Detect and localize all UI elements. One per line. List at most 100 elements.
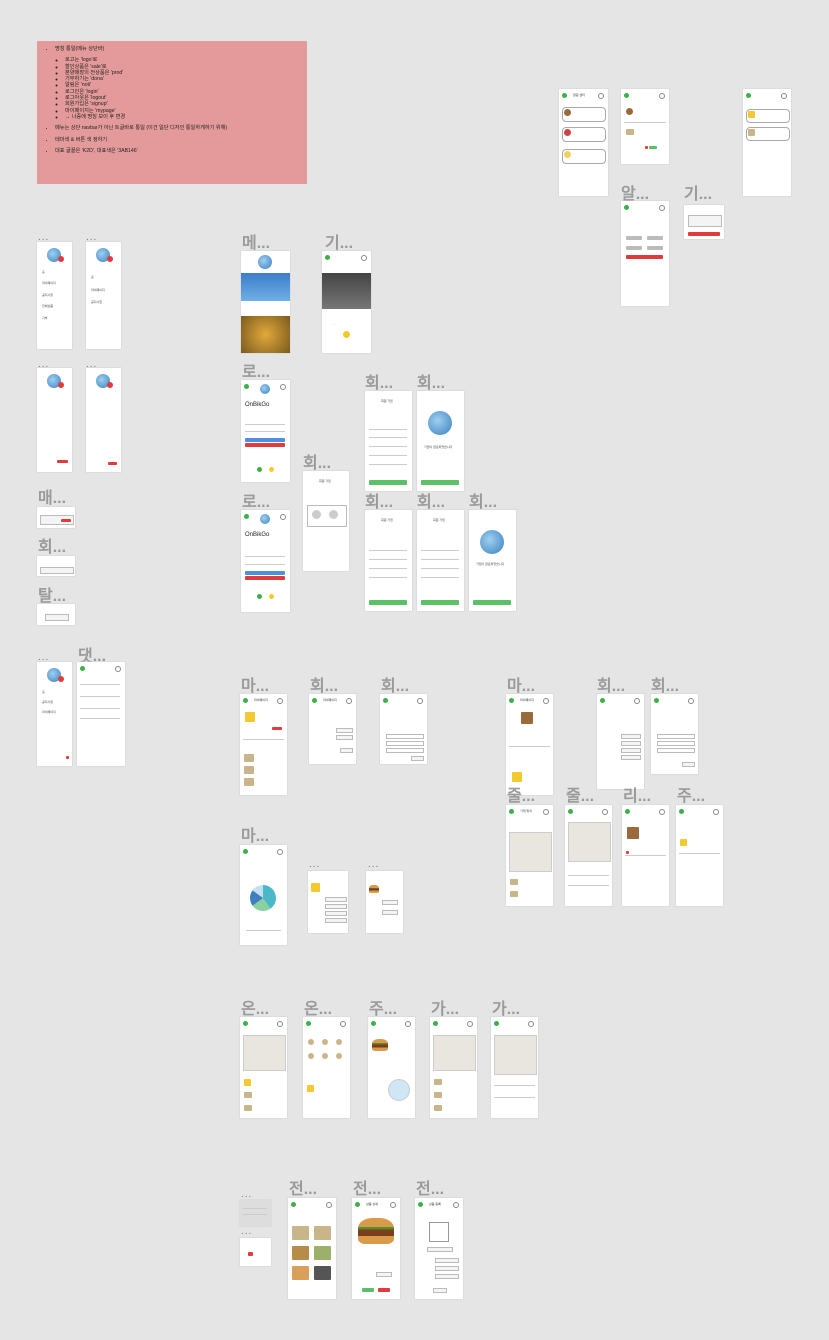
- frame-label-dots: ...: [38, 359, 50, 370]
- frame-label-hoe: 회...: [597, 678, 626, 695]
- signup-complete-screen: 가입이 완료되었습니다: [469, 510, 516, 611]
- frame-label-ro: 로...: [242, 364, 271, 381]
- product-detail-screen: 상품 상세: [352, 1198, 400, 1299]
- frame-label-dots: ...: [241, 1189, 253, 1200]
- frame-label-hoe: 회...: [651, 678, 680, 695]
- review-screen: [622, 805, 669, 906]
- shop-map-screen-2: [491, 1017, 538, 1118]
- frame-label-hoe: 회...: [365, 375, 394, 392]
- alarm-settings-screen: [621, 201, 669, 306]
- frame-label-on: 온...: [304, 1001, 333, 1018]
- frame-label-jeon: 전...: [353, 1181, 382, 1198]
- frame-label-dots: ...: [38, 652, 50, 663]
- frame-label-ma: 마...: [507, 678, 536, 695]
- signup-form-screen: 회원 가입: [365, 391, 412, 491]
- note-item: 명칭 통일(메뉴 상단바)로고는 'logo'로할인상품은 'sale'로분양매…: [55, 46, 307, 120]
- frame-label-al: 알...: [621, 186, 650, 203]
- mypage-stats-screen: [240, 845, 287, 945]
- frame-label-dots: ...: [241, 1226, 253, 1237]
- signup-form-seller-2: 회원 가입: [417, 510, 464, 611]
- note-subitem: 로그인은 'login': [65, 89, 307, 95]
- note-subitem: 기부하기는 'dona': [65, 76, 307, 82]
- menu-item-dona[interactable]: 기부: [42, 316, 48, 320]
- store-map-screen-2: [565, 805, 612, 906]
- comments-screen: [77, 662, 125, 766]
- frame-label-hoe: 회...: [417, 375, 446, 392]
- note-list: 명칭 통일(메뉴 상단바)로고는 'logo'로할인상품은 'sale'로분양매…: [37, 41, 307, 154]
- frame-label-ro: 로...: [242, 494, 271, 511]
- menu-item-notice[interactable]: 공지사항: [42, 293, 54, 297]
- shop-map-screen: [430, 1017, 477, 1118]
- frame-label-me: 메...: [242, 235, 271, 252]
- dropdown-menu: [240, 1200, 271, 1226]
- alarm-screen-2: [621, 89, 669, 164]
- menu-item-mypage[interactable]: 마이페이지: [42, 281, 56, 285]
- note-subitem: 할인상품은 'sale'로: [65, 64, 307, 70]
- frame-label-hoe: 회...: [38, 539, 67, 556]
- product-register-screen: 상품 등록: [415, 1198, 463, 1299]
- online-store-screen: [240, 1017, 287, 1118]
- frame-label-hoe: 회...: [365, 494, 394, 511]
- frame-label-tal: 탈...: [38, 588, 67, 605]
- donation-screen: · · ·: [322, 251, 371, 353]
- frame-label-dots: ...: [368, 859, 380, 870]
- frame-label-jul: 줄...: [566, 788, 595, 805]
- side-menu-logged-out: 홈 마이페이지 공지사항: [86, 242, 121, 349]
- side-menu-seller-2: [86, 368, 121, 472]
- frame-label-hoe: 회...: [417, 494, 446, 511]
- note-subitem: 마이페이지는 'mypage': [65, 108, 307, 114]
- order-screen: [676, 805, 723, 906]
- frame-label-jeon: 전...: [289, 1181, 318, 1198]
- category-screen: [303, 1017, 350, 1118]
- signup-choice-screen: 회원 가입: [303, 471, 349, 571]
- product-register-popup: [366, 871, 403, 933]
- order-detail-screen: [368, 1017, 415, 1118]
- frame-label-ri: 리...: [623, 788, 652, 805]
- frame-label-ga: 가...: [431, 1001, 460, 1018]
- note-subitem: → 나중에 명칭 보이 후 변경: [65, 114, 307, 120]
- note-subitem: 로그아웃은 'logout': [65, 95, 307, 101]
- side-menu-seller: [37, 368, 72, 472]
- frame-label-dots: ...: [86, 232, 98, 243]
- frame-label-on: 온...: [241, 1001, 270, 1018]
- mypage-seller-screen: 마이페이지: [506, 694, 553, 795]
- menu-item-prod[interactable]: 전체상품: [42, 304, 54, 308]
- note-item: 테마색 & 버튼 색 정하기: [55, 137, 307, 143]
- frame-label-gi: 기...: [684, 186, 713, 203]
- frame-label-dots: ...: [86, 359, 98, 370]
- note-item: 메뉴는 상단 navbar가 아닌 트글바로 통일 (이건 일단 디자인 통일하…: [55, 125, 307, 131]
- mypage-edit-screen: 마이페이지: [309, 694, 356, 764]
- note-subitem: 알림은 'noti': [65, 82, 307, 88]
- popup-hoe: [37, 556, 75, 576]
- mypage-seller-edit: [597, 694, 644, 789]
- note-subitem: 분양매장의 전상품은 'prod': [65, 70, 307, 76]
- mypage-edit-screen-2: [380, 694, 427, 764]
- note-subitem: 회원가입은 'signup': [65, 101, 307, 107]
- frame-label-mae: 매...: [38, 490, 67, 507]
- main-screen: [241, 251, 290, 353]
- donate-popup: [684, 205, 724, 239]
- menu-item-home[interactable]: 홈: [42, 270, 45, 274]
- side-menu-3: 홈 공지사항 마이페이지: [37, 662, 72, 766]
- all-products-screen: [288, 1198, 336, 1299]
- design-note: 명칭 통일(메뉴 상단바)로고는 'logo'로할인상품은 'sale'로분양매…: [37, 41, 307, 184]
- frame-label-dots: ...: [38, 232, 50, 243]
- product-edit-popup: [308, 871, 348, 933]
- frame-label-gi: 기...: [325, 235, 354, 252]
- signup-form-seller: 회원 가입: [365, 510, 412, 611]
- alarm-list-screen: [743, 89, 791, 196]
- store-map-screen: 가게 위치: [506, 805, 553, 906]
- frame-label-daet: 댓...: [78, 648, 107, 665]
- login-screen-2: OnBikGo: [241, 510, 290, 612]
- frame-label-hoe: 회...: [469, 494, 498, 511]
- signup-welcome-screen: 가입이 완료되었습니다: [417, 391, 464, 491]
- login-screen: OnBikGo: [241, 380, 290, 482]
- frame-label-hoe: 회...: [381, 678, 410, 695]
- frame-label-hoe: 회...: [303, 455, 332, 472]
- frame-label-ju: 주...: [677, 788, 706, 805]
- note-item: 대표 글꼴은 'K2D', 대표색은 '3AB146': [55, 148, 307, 154]
- mypage-seller-edit-2: [651, 694, 698, 774]
- frame-label-jul: 줄...: [507, 788, 536, 805]
- mypage-screen: 마이페이지: [240, 694, 287, 795]
- frame-label-ma: 마...: [241, 678, 270, 695]
